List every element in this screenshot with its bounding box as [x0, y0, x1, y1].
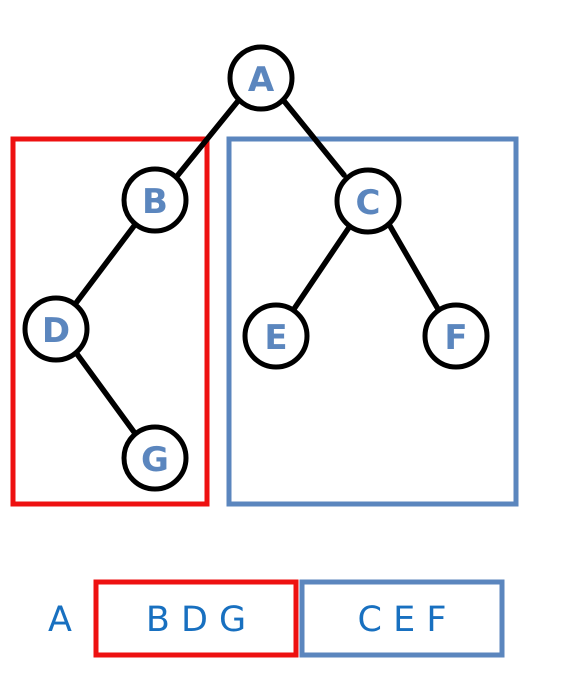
node-label-e: E — [264, 318, 287, 358]
sequence-row: A B D G C E F — [48, 579, 505, 658]
edge-a-c — [281, 98, 347, 178]
edge-b-d — [73, 223, 137, 306]
node-e: E — [242, 302, 310, 370]
left-subtree-box — [10, 136, 210, 507]
edge-c-e — [291, 223, 353, 312]
right-subtree-box — [226, 136, 519, 507]
sequence-root: A — [48, 600, 72, 640]
edge-d-g — [74, 351, 137, 435]
node-circle — [121, 166, 189, 234]
node-f: F — [422, 302, 490, 370]
node-circle — [22, 295, 90, 363]
node-circle — [121, 424, 189, 492]
node-label-a: A — [248, 60, 275, 100]
node-label-b: B — [142, 182, 168, 222]
node-b: B — [121, 166, 189, 234]
node-g: G — [121, 424, 189, 492]
node-label-c: C — [356, 183, 381, 223]
edge-a-b — [175, 98, 241, 178]
sequence-right-box — [299, 579, 505, 658]
sequence-right: C E F — [358, 600, 447, 640]
tree-edges — [73, 98, 441, 435]
edge-c-f — [387, 223, 441, 312]
sequence-left: B D G — [146, 600, 246, 640]
node-circle — [422, 302, 490, 370]
sequence-left-box — [93, 579, 299, 658]
node-a: A — [227, 44, 295, 112]
node-label-d: D — [42, 311, 70, 351]
node-circle — [334, 167, 402, 235]
node-label-g: G — [141, 440, 169, 480]
node-label-f: F — [444, 318, 467, 358]
node-c: C — [334, 167, 402, 235]
node-circle — [227, 44, 295, 112]
node-circle — [242, 302, 310, 370]
node-d: D — [22, 295, 90, 363]
